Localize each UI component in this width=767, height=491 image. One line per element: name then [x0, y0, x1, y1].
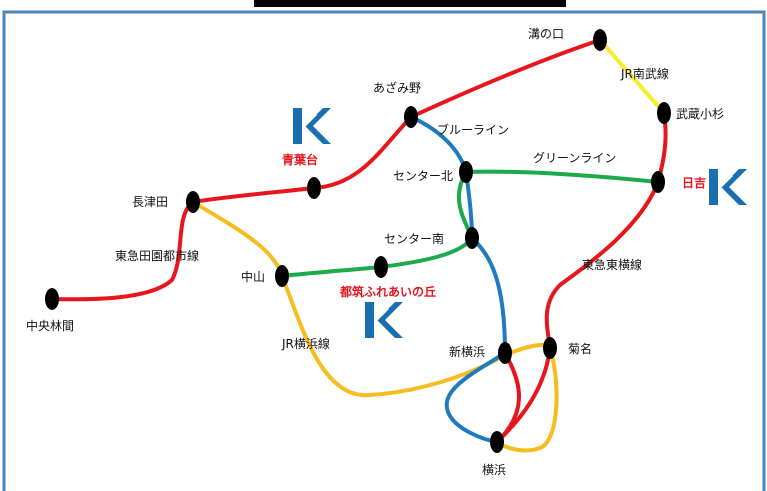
line-label-jr-yokohama: JR横浜線 [281, 336, 330, 351]
line-label-jr-nambu: JR南武線 [620, 66, 669, 81]
line-blue [410, 115, 508, 444]
station-dot-center-minami[interactable] [465, 227, 479, 249]
station-dot-nakayama[interactable] [275, 265, 289, 287]
station-label-shin-yokohama: 新横浜 [449, 344, 485, 359]
station-dot-chuorinkan[interactable] [45, 288, 59, 310]
line-toyoko-branch [495, 352, 521, 444]
campus-logo-icon [293, 108, 331, 144]
campus-logo-icon [709, 169, 747, 205]
station-dot-kikuna[interactable] [543, 337, 557, 359]
station-label-nagatsuta: 長津田 [132, 195, 168, 209]
station-label-musashikosugi: 武蔵小杉 [676, 107, 724, 121]
station-dot-azamino[interactable] [404, 106, 418, 128]
campus-logo-icon [365, 302, 403, 338]
station-dot-hiyoshi[interactable] [651, 171, 665, 193]
title-bar [254, 0, 566, 7]
line-label-green: グリーンライン [533, 151, 616, 165]
station-label-yokohama: 横浜 [482, 463, 506, 477]
station-label-chuorinkan: 中央林間 [26, 318, 74, 333]
station-dot-center-kita[interactable] [459, 161, 473, 183]
station-dot-tsuzuki-fureai[interactable] [374, 256, 388, 278]
station-dot-nagatsuta[interactable] [186, 191, 200, 213]
station-label-center-minami: センター南 [384, 231, 444, 246]
line-label-blue: ブルーライン [437, 122, 509, 137]
station-label-center-kita: センター北 [393, 169, 453, 183]
map-frame [2, 10, 766, 491]
station-dot-shin-yokohama[interactable] [498, 342, 512, 364]
line-jr-yokohama [191, 200, 506, 398]
line-jr-nambu [598, 38, 666, 115]
station-label-aobadai: 青葉台 [282, 152, 318, 167]
station-label-hiyoshi: 日吉 [682, 175, 706, 190]
station-label-mizonokuchi: 溝の口 [528, 27, 564, 41]
station-dot-aobadai[interactable] [307, 177, 321, 199]
line-label-toyoko: 東急東横線 [582, 257, 642, 272]
station-label-nakayama: 中山 [241, 269, 265, 284]
line-label-denentoshi: 東急田園都市線 [115, 248, 199, 263]
station-label-azamino: あざみ野 [373, 80, 421, 95]
station-dot-mizonokuchi[interactable] [593, 29, 607, 51]
station-label-tsuzuki-fureai: 都筑ふれあいの丘 [339, 284, 436, 299]
station-dot-musashikosugi[interactable] [657, 102, 671, 124]
station-label-kikuna: 菊名 [568, 341, 592, 356]
line-toyoko [495, 112, 668, 444]
station-dot-yokohama[interactable] [490, 431, 504, 453]
line-denentoshi [51, 38, 601, 302]
line-jr-yokohama-south [495, 342, 559, 453]
